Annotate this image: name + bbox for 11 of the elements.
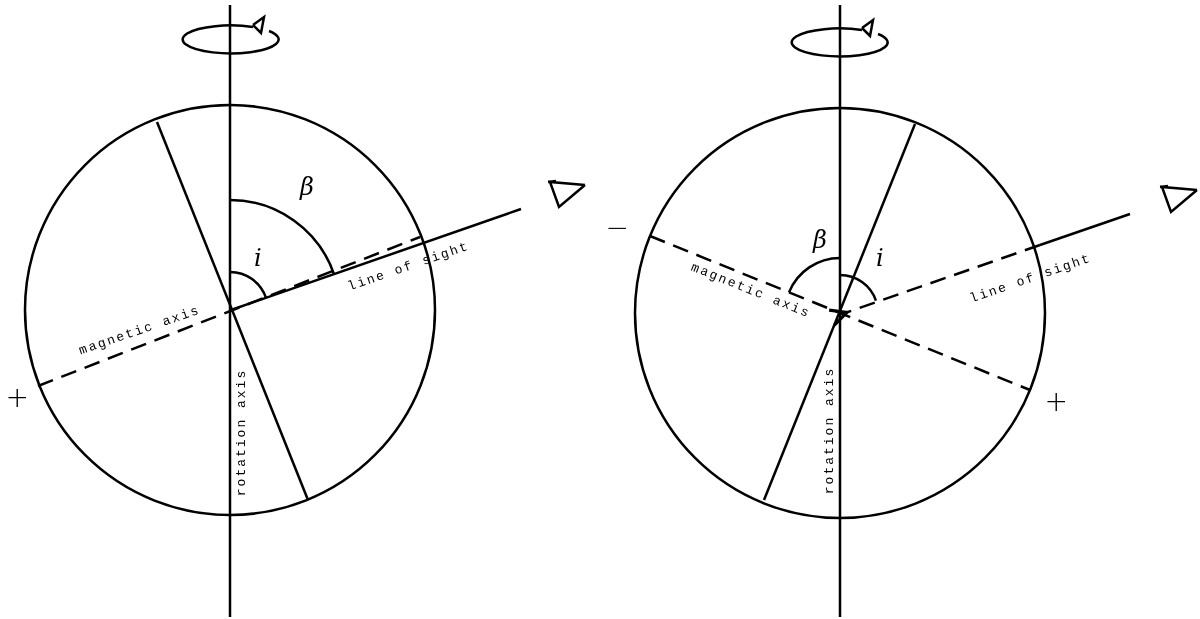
angle-label: i xyxy=(876,246,884,270)
polarity-sign: + xyxy=(1044,388,1068,416)
axis-label: line of sight xyxy=(345,239,471,293)
angle-label: i xyxy=(254,246,262,270)
polarity-sign: − xyxy=(605,214,629,242)
axis-label: rotation axis xyxy=(822,366,836,494)
polarity-sign: + xyxy=(5,384,29,412)
axis-label: line of sight xyxy=(967,251,1093,305)
angle-label: β xyxy=(300,175,314,199)
angle-label: β xyxy=(813,228,827,252)
axis-label: rotation axis xyxy=(234,368,248,496)
